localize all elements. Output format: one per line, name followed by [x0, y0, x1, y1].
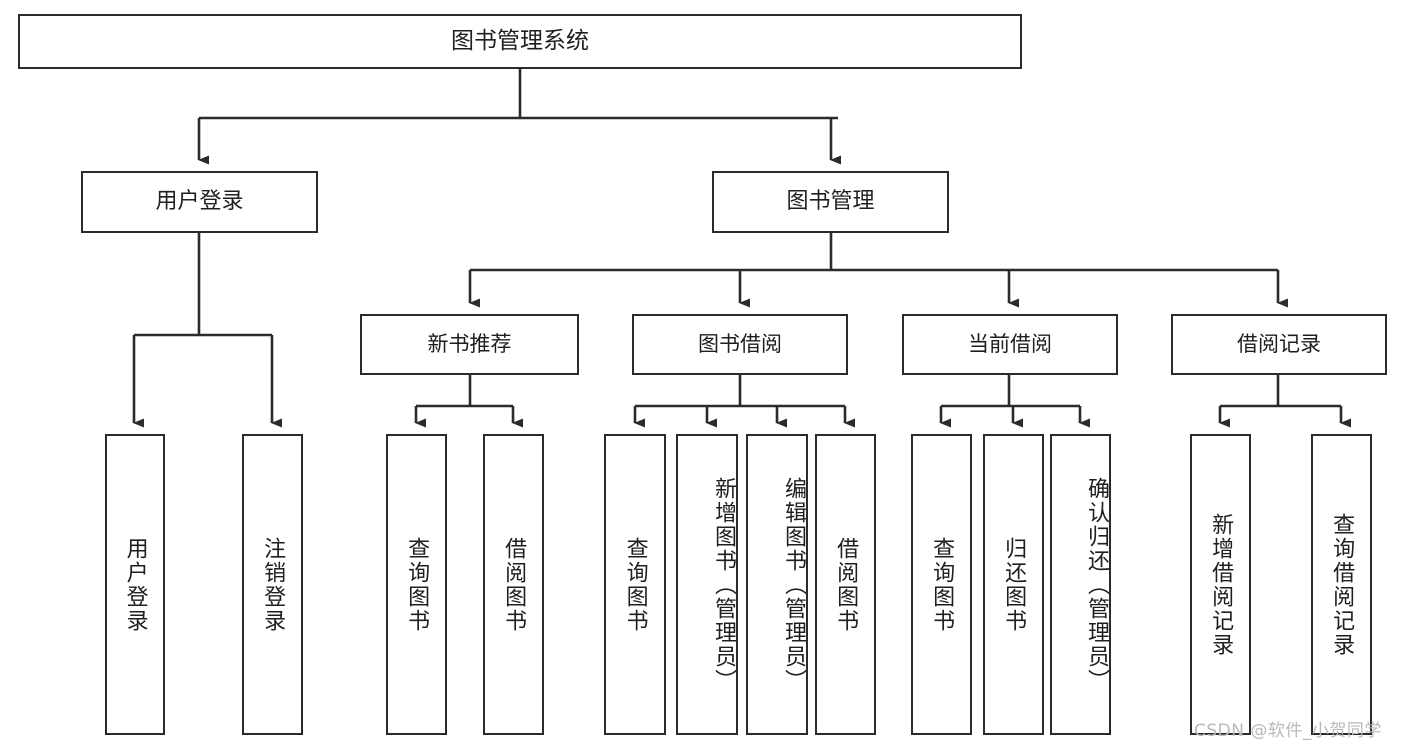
leaf-query-book-recommend[interactable]: 查询图书 — [386, 434, 447, 735]
leaf-logout[interactable]: 注销登录 — [242, 434, 303, 735]
leaf-confirm-return-admin[interactable]: 确认归还（管理员） — [1050, 434, 1111, 735]
leaf-label: 查询借阅记录 — [1329, 512, 1355, 657]
csdn-watermark: CSDN @软件_小贺同学 — [1194, 721, 1382, 741]
leaf-borrow-book-recommend[interactable]: 借阅图书 — [483, 434, 544, 735]
leaf-query-book-current[interactable]: 查询图书 — [911, 434, 972, 735]
node-root-label: 图书管理系统 — [451, 28, 589, 55]
node-label: 图书管理 — [786, 189, 875, 215]
node-label: 借阅记录 — [1237, 332, 1321, 357]
leaf-label: 查询图书 — [404, 536, 430, 633]
leaf-label: 查询图书 — [929, 536, 955, 633]
leaf-label: 查询图书 — [622, 536, 648, 633]
leaf-label: 新增借阅记录 — [1208, 512, 1234, 657]
leaf-borrow-book[interactable]: 借阅图书 — [815, 434, 876, 735]
leaf-user-login[interactable]: 用户登录 — [105, 434, 165, 735]
node-new-book-recommend[interactable]: 新书推荐 — [360, 314, 579, 375]
node-label: 图书借阅 — [698, 332, 782, 357]
leaf-query-borrow-record[interactable]: 查询借阅记录 — [1311, 434, 1372, 735]
leaf-add-borrow-record[interactable]: 新增借阅记录 — [1190, 434, 1251, 735]
node-book-management[interactable]: 图书管理 — [712, 171, 949, 233]
leaf-label: 归还图书 — [1001, 536, 1027, 633]
leaf-add-book-admin[interactable]: 新增图书（管理员） — [676, 434, 738, 735]
node-label: 用户登录 — [155, 189, 244, 215]
node-book-borrow[interactable]: 图书借阅 — [632, 314, 848, 375]
leaf-label: 用户登录 — [122, 536, 148, 633]
leaf-label: 确认归还（管理员） — [1084, 476, 1109, 693]
leaf-label: 编辑图书（管理员） — [781, 476, 806, 693]
leaf-return-book[interactable]: 归还图书 — [983, 434, 1044, 735]
leaf-edit-book-admin[interactable]: 编辑图书（管理员） — [746, 434, 808, 735]
node-root-system[interactable]: 图书管理系统 — [18, 14, 1022, 69]
node-current-borrow[interactable]: 当前借阅 — [902, 314, 1118, 375]
leaf-query-book-borrow[interactable]: 查询图书 — [604, 434, 666, 735]
leaf-label: 注销登录 — [260, 536, 286, 633]
leaf-label: 借阅图书 — [501, 536, 527, 633]
node-label: 当前借阅 — [968, 332, 1052, 357]
node-user-login[interactable]: 用户登录 — [81, 171, 318, 233]
leaf-label: 借阅图书 — [833, 536, 859, 633]
node-borrow-record[interactable]: 借阅记录 — [1171, 314, 1387, 375]
node-label: 新书推荐 — [427, 332, 512, 357]
leaf-label: 新增图书（管理员） — [711, 476, 736, 693]
